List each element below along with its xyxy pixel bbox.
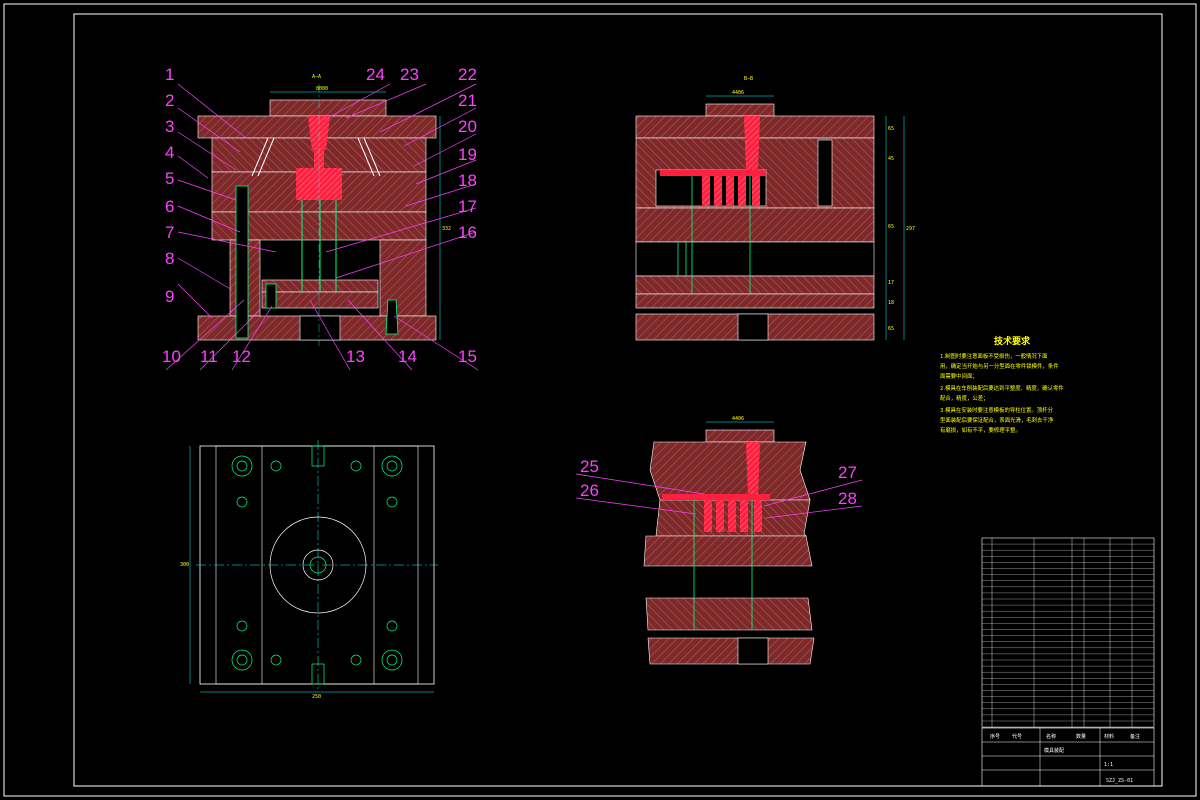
title-block: 模具装配 SZJ_ZS-01 1:1 序号 代号 名称 数量 材料 备注 <box>981 727 1155 787</box>
title-col-seq: 序号 <box>990 733 1000 740</box>
part-label-27: 27 <box>838 463 857 482</box>
title-drawing-no: SZJ_ZS-01 <box>1106 778 1133 784</box>
part-label-17: 17 <box>458 197 477 216</box>
title-col-qty: 数量 <box>1076 733 1086 740</box>
part-label-8: 8 <box>165 249 174 268</box>
part-label-16: 16 <box>458 223 477 242</box>
part-label-5: 5 <box>165 169 174 188</box>
requirement-line-6: 3.模具在安装时要注意模板的导柱位置。顶杆分 <box>940 406 1054 414</box>
part-label-18: 18 <box>458 171 477 190</box>
side-dim-h1: 65 <box>888 126 894 132</box>
part-label-7: 7 <box>165 223 174 242</box>
title-scale: 1:1 <box>1104 762 1113 768</box>
side-section-view: 4406 B—B 65 45 65 17 18 65 297 <box>635 76 915 341</box>
side-dim-h5: 18 <box>888 300 894 306</box>
part-label-11: 11 <box>200 347 218 366</box>
sheet-border <box>3 3 1197 797</box>
plan-dim-width: 250 <box>312 694 321 700</box>
part-label-22: 22 <box>458 65 477 84</box>
side-dim-h6: 65 <box>888 326 894 332</box>
part-label-3: 3 <box>165 117 174 136</box>
side-dim-width: 4406 <box>732 90 744 96</box>
technical-requirements: 技术要求 1.制图时要注意面板不受损伤，一般情况下面 用，确定当开始与另一分型面… <box>940 335 1064 434</box>
front-dim-width: 8000 <box>316 86 328 92</box>
parts-list-frame <box>981 537 1155 728</box>
plan-dim-height: 300 <box>180 562 189 568</box>
front-section-view: 8000 A—A 332 <box>197 74 451 346</box>
part-label-19: 19 <box>458 145 477 164</box>
part-label-6: 6 <box>165 197 174 216</box>
title-col-name: 名称 <box>1046 733 1056 740</box>
part-label-24: 24 <box>366 65 385 84</box>
title-col-code: 代号 <box>1012 733 1022 740</box>
side-dim-h4: 17 <box>888 280 894 286</box>
requirement-line-3: 面需要中间面； <box>940 372 978 380</box>
requirement-line-8: 有磨损，如有不平，要修理平整。 <box>940 426 1021 434</box>
part-label-28: 28 <box>838 489 857 508</box>
part-label-1: 1 <box>165 65 174 84</box>
requirement-line-4: 2.模具在车削装配后要达到平整度、精度，确认零件 <box>940 384 1064 392</box>
part-label-10: 10 <box>162 347 181 366</box>
requirement-line-5: 配合，精度，公差； <box>940 394 989 402</box>
frame-border <box>73 13 1163 787</box>
requirements-title: 技术要求 <box>994 335 1031 347</box>
part-label-2: 2 <box>165 91 174 110</box>
part-label-21: 21 <box>458 91 477 110</box>
part-label-26: 26 <box>580 481 599 500</box>
requirement-line-7: 型面装配后要保证配合，表面光滑，毛刺去干净 <box>940 416 1054 424</box>
title-part-name: 模具装配 <box>1044 747 1064 754</box>
side-dim-h3: 65 <box>888 224 894 230</box>
requirement-line-1: 1.制图时要注意面板不受损伤，一般情况下面 <box>940 352 1048 360</box>
part-label-20: 20 <box>458 117 477 136</box>
part-label-9: 9 <box>165 287 174 306</box>
part-label-23: 23 <box>400 65 419 84</box>
part-label-13: 13 <box>346 347 365 366</box>
front-section-mark: A—A <box>312 74 321 80</box>
requirement-line-2: 用，确定当开始与另一分型面在零件锁模件，条件 <box>940 362 1059 370</box>
part-label-4: 4 <box>165 143 174 162</box>
title-col-material: 材料 <box>1104 733 1114 740</box>
leaders-front <box>165 83 479 371</box>
detail-view: 4406 25 26 27 28 <box>575 416 863 665</box>
plan-view: 250 300 <box>180 440 438 700</box>
front-dim-height: 332 <box>442 226 451 232</box>
side-dim-h2: 45 <box>888 156 894 162</box>
side-dim-total: 297 <box>906 226 915 232</box>
part-label-25: 25 <box>580 457 599 476</box>
detail-dim-width: 4406 <box>732 416 744 422</box>
part-label-12: 12 <box>232 347 251 366</box>
parts-list <box>981 537 1155 728</box>
part-label-15: 15 <box>458 347 477 366</box>
title-col-note: 备注 <box>1130 733 1140 740</box>
side-section-mark: B—B <box>744 76 753 82</box>
part-label-14: 14 <box>398 347 417 366</box>
